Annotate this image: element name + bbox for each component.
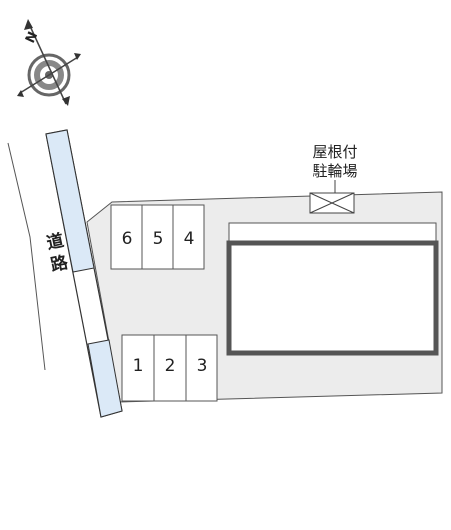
road-label-char-1: 道 <box>45 230 66 254</box>
parking-row-upper: 6 5 4 <box>110 204 205 270</box>
compass-rose-icon: N <box>17 19 81 106</box>
road-label-char-2: 路 <box>49 252 71 276</box>
road-label: 道 路 <box>45 230 71 276</box>
bicycle-parking-label-line2: 駐輪場 <box>312 162 357 180</box>
bicycle-parking-label-line1: 屋根付 <box>312 143 357 161</box>
building <box>226 222 439 356</box>
covered-bicycle-parking: 屋根付 駐輪場 <box>309 143 358 214</box>
parking-space-3: 3 <box>197 356 208 376</box>
parking-row-lower: 1 2 3 <box>121 334 218 402</box>
sidewalk <box>45 129 123 418</box>
road-edge <box>7 142 46 371</box>
parking-space-5: 5 <box>153 229 164 249</box>
parking-space-2: 2 <box>165 356 176 376</box>
parking-space-4: 4 <box>184 229 195 249</box>
parking-space-6: 6 <box>122 229 133 249</box>
parking-space-1: 1 <box>133 356 144 376</box>
